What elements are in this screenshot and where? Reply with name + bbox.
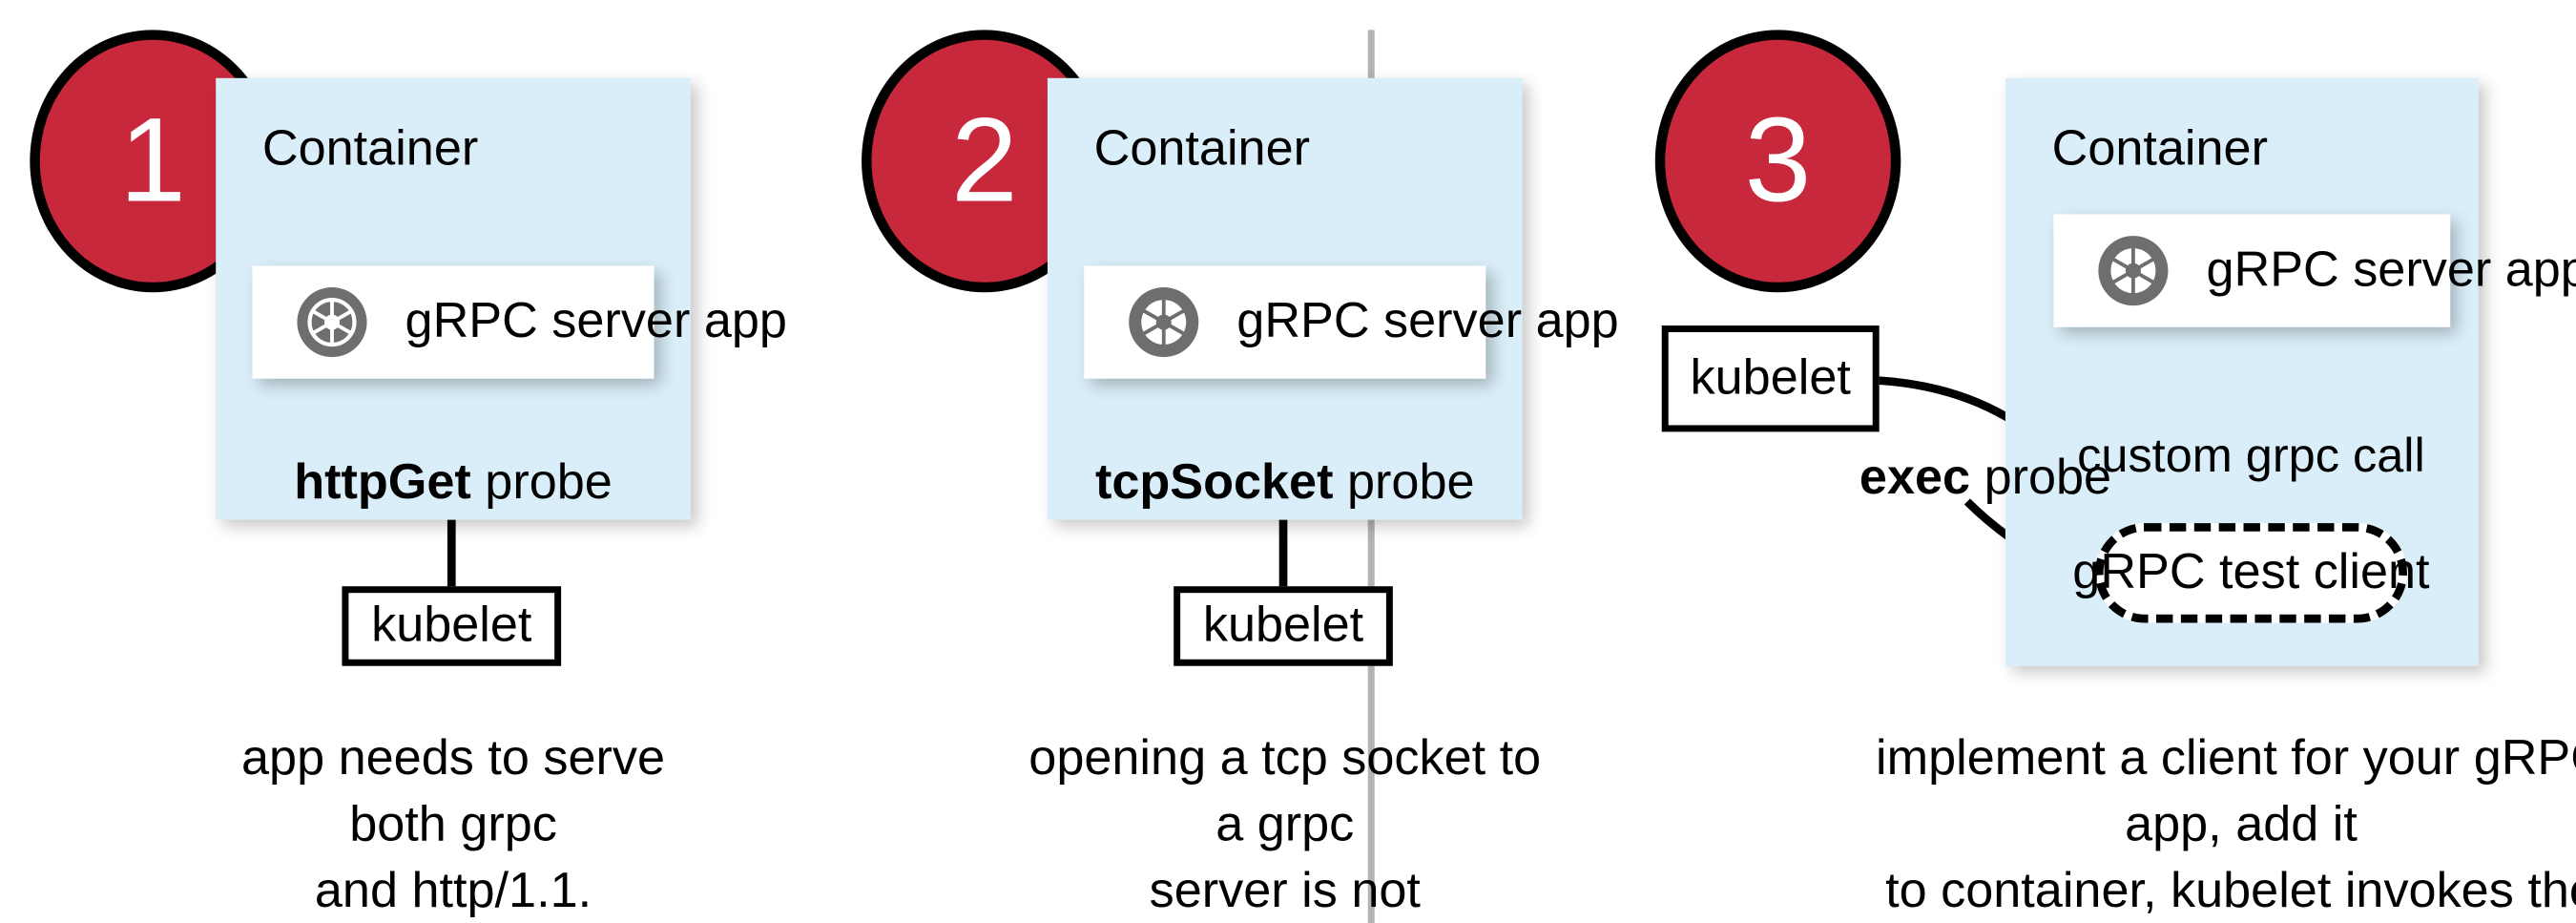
container-label-2: Container	[1093, 121, 1310, 177]
probe-label-2-rest: probe	[1333, 454, 1475, 511]
kubelet-box-3: kubelet	[1661, 325, 1880, 432]
probe-label-2: tcpSocket probe	[1048, 455, 1523, 512]
kubelet-label-3: kubelet	[1690, 350, 1851, 406]
app-card-3: gRPC server app	[2053, 214, 2576, 327]
probe-label-1-rest: probe	[470, 454, 613, 511]
app-card-label-3: gRPC server app	[2206, 242, 2576, 298]
grpc-aperture-icon	[2098, 236, 2169, 306]
app-card-1: gRPC server app	[252, 265, 787, 379]
caption-2-line-1: opening a tcp socket to a grpc	[1028, 730, 1542, 852]
caption-2-line-2: server is not meaningful health	[1149, 863, 1421, 918]
caption-3-line-2: to container, kubelet invokes the client	[1885, 863, 2576, 918]
kubelet-label-1: kubelet	[371, 598, 532, 653]
probe-label-1: httpGet probe	[216, 455, 691, 512]
grpc-aperture-icon	[1129, 287, 1199, 358]
app-card-2: gRPC server app	[1084, 265, 1619, 379]
container-label-1: Container	[261, 121, 479, 177]
probe-label-2-bold: tcpSocket	[1094, 454, 1334, 511]
probe-label-3: exec probe	[1823, 451, 2149, 507]
app-card-label-1: gRPC server app	[405, 293, 787, 349]
step-number-2: 2	[950, 94, 1018, 228]
caption-1-line-2: and http/1.1.	[314, 863, 592, 918]
probe-label-1-bold: httpGet	[294, 454, 471, 511]
kubelet-label-2: kubelet	[1202, 598, 1364, 653]
step-number-1: 1	[119, 94, 186, 228]
grpc-test-client-box: gRPC test client	[2072, 523, 2430, 623]
kubelet-box-2: kubelet	[1174, 586, 1393, 666]
caption-3: implement a client for your gRPC app, ad…	[1858, 725, 2576, 923]
app-card-label-2: gRPC server app	[1236, 293, 1619, 349]
step-badge-3: 3	[1654, 30, 1901, 293]
probe-label-3-bold: exec	[1859, 450, 1971, 505]
step-number-3: 3	[1744, 94, 1812, 228]
container-label-3: Container	[2051, 121, 2268, 177]
kubelet-box-1: kubelet	[342, 586, 562, 666]
caption-1: app needs to serve both grpc and http/1.…	[196, 725, 710, 923]
grpc-test-client-label: gRPC test client	[2072, 544, 2430, 600]
custom-grpc-call-label: custom grpc call	[2077, 430, 2425, 484]
grpc-aperture-icon	[297, 287, 367, 358]
caption-2: opening a tcp socket to a grpc server is…	[1021, 725, 1548, 923]
probe-label-3-rest: probe	[1970, 450, 2112, 505]
caption-3-line-1: implement a client for your gRPC app, ad…	[1876, 730, 2576, 852]
caption-1-line-1: app needs to serve both grpc	[241, 730, 666, 852]
